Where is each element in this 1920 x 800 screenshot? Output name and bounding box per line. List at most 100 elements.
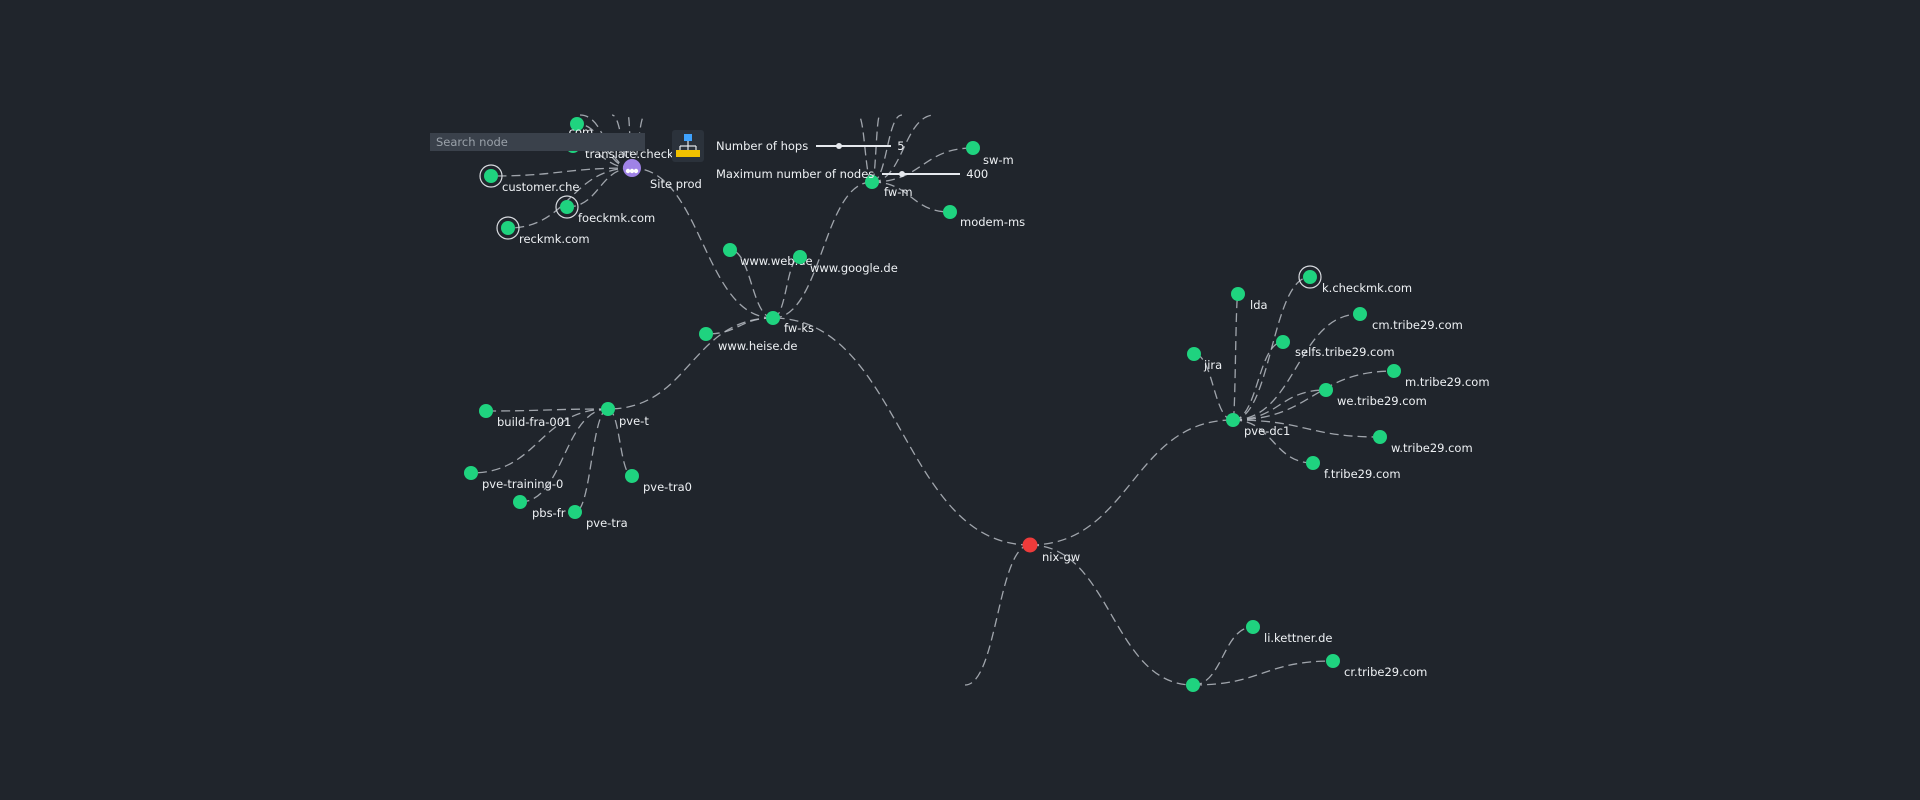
edge-pve-dc1-lda [1232,293,1239,421]
node-build-fra[interactable]: build-fra-001 [479,404,571,429]
edge-fw-ks-pve-t [607,317,774,410]
edge-fw-m-sw-m [871,147,974,183]
edge-nix-gw-bottom-hub [1029,544,1194,686]
node-label: we.tribe29.com [1337,394,1427,408]
edge-pve-dc1-selfs-tribe [1232,341,1284,421]
node-label: pve-tra0 [643,480,692,494]
layout-button[interactable] [672,130,704,162]
node-dot[interactable] [1186,678,1200,692]
node-dot[interactable] [1353,307,1367,321]
node-label: f.tribe29.com [1324,467,1401,481]
node-reckmk[interactable]: reckmk.com [496,216,590,246]
node-sw-m[interactable]: sw-m [966,141,1014,167]
node-dot[interactable] [464,466,478,480]
node-pve-training[interactable]: pve-training-0 [464,466,563,491]
node-nix-gw[interactable]: nix-gw [1022,537,1081,565]
hops-slider-thumb[interactable] [835,143,842,149]
node-dot[interactable] [966,141,980,155]
node-w-tribe[interactable]: w.tribe29.com [1373,430,1473,455]
node-ring [479,164,503,188]
node-label: reckmk.com [519,232,590,246]
node-fw-ks[interactable]: fw-ks [766,311,814,335]
node-foeckmk[interactable]: foeckmk.com [555,195,655,225]
edge-pve-t-build-fra [485,408,609,412]
node-pbs-fr[interactable]: pbs-fr [513,495,566,520]
node-label: m.tribe29.com [1405,375,1490,389]
node-dot[interactable] [1306,456,1320,470]
edge-fw-ks-www-heise [705,317,774,335]
node-label: jira [1203,358,1222,372]
site-icon[interactable] [623,159,641,177]
node-dot[interactable] [501,221,515,235]
node-dot[interactable] [793,250,807,264]
site-icon-dot [633,168,639,174]
node-f-tribe[interactable]: f.tribe29.com [1306,456,1401,481]
node-selfs-tribe[interactable]: selfs.tribe29.com [1276,335,1395,359]
node-jira[interactable]: jira [1187,347,1222,372]
node-dot[interactable] [1246,620,1260,634]
node-dot[interactable] [723,243,737,257]
node-dot[interactable] [1226,413,1240,427]
max-nodes-slider[interactable] [882,171,961,177]
edge-fw-m-modem-ms [871,181,951,213]
node-dot[interactable] [865,175,879,189]
max-nodes-label: Maximum number of nodes [716,167,875,181]
node-site-prod[interactable]: Site prod [623,159,702,191]
node-k-checkmk[interactable]: k.checkmk.com [1298,265,1412,295]
node-dot[interactable] [601,402,615,416]
node-fw-m[interactable]: fw-m [865,175,913,199]
node-pve-tra0[interactable]: pve-tra0 [625,469,692,494]
hops-slider[interactable] [816,143,892,149]
node-cr-tribe[interactable]: cr.tribe29.com [1326,654,1427,679]
edge-pve-dc1-we-tribe [1232,389,1327,421]
node-pve-dc1[interactable]: pve-dc1 [1226,413,1290,438]
node-dot[interactable] [1231,287,1245,301]
node-dot[interactable] [568,505,582,519]
node-bottom-hub[interactable] [1186,678,1200,692]
node-label: pve-training-0 [482,477,563,491]
node-lda[interactable]: lda [1231,287,1268,312]
node-label: fw-m [884,185,913,199]
node-label: customer.che [502,180,579,194]
node-dot[interactable] [943,205,957,219]
node-dot[interactable] [484,169,498,183]
node-customer[interactable]: customer.che [479,164,579,194]
node-modem-ms[interactable]: modem-ms [943,205,1025,229]
node-dot[interactable] [1319,383,1333,397]
node-dot[interactable] [1326,654,1340,668]
node-dot[interactable] [1276,335,1290,349]
max-nodes-slider-thumb[interactable] [898,171,905,177]
node-dot[interactable] [1022,537,1038,553]
node-label: modem-ms [960,215,1025,229]
node-dot[interactable] [513,495,527,509]
search-node-input[interactable] [430,133,645,151]
edge-site-prod-reckmk [507,167,633,229]
node-ring [555,195,579,219]
node-www-heise[interactable]: www.heise.de [699,327,797,353]
node-dot[interactable] [570,117,584,131]
node-dot[interactable] [1373,430,1387,444]
node-dot[interactable] [1303,270,1317,284]
node-we-tribe[interactable]: we.tribe29.com [1319,383,1427,408]
node-ring [496,216,520,240]
node-dot[interactable] [625,469,639,483]
edge-bottom-hub-cr-tribe [1192,660,1334,686]
node-dot[interactable] [1187,347,1201,361]
node-www-google[interactable]: www.google.de [793,250,898,275]
node-label: nix-gw [1042,550,1080,564]
node-dot[interactable] [699,327,713,341]
node-dot[interactable] [479,404,493,418]
node-m-tribe[interactable]: m.tribe29.com [1387,364,1490,389]
node-dot[interactable] [766,311,780,325]
node-pve-t[interactable]: pve-t [601,402,649,428]
node-dot[interactable] [560,200,574,214]
node-li-kettner[interactable]: li.kettner.de [1246,620,1332,645]
node-cm-tribe[interactable]: cm.tribe29.com [1353,307,1463,332]
node-label: cr.tribe29.com [1344,665,1427,679]
node-layer: nix-gwfw-ksfw-msw-mmodem-mswww.web.dewww… [464,117,1490,692]
node-label: li.kettner.de [1264,631,1332,645]
node-dot[interactable] [1387,364,1401,378]
node-pve-tra[interactable]: pve-tra [568,505,628,530]
